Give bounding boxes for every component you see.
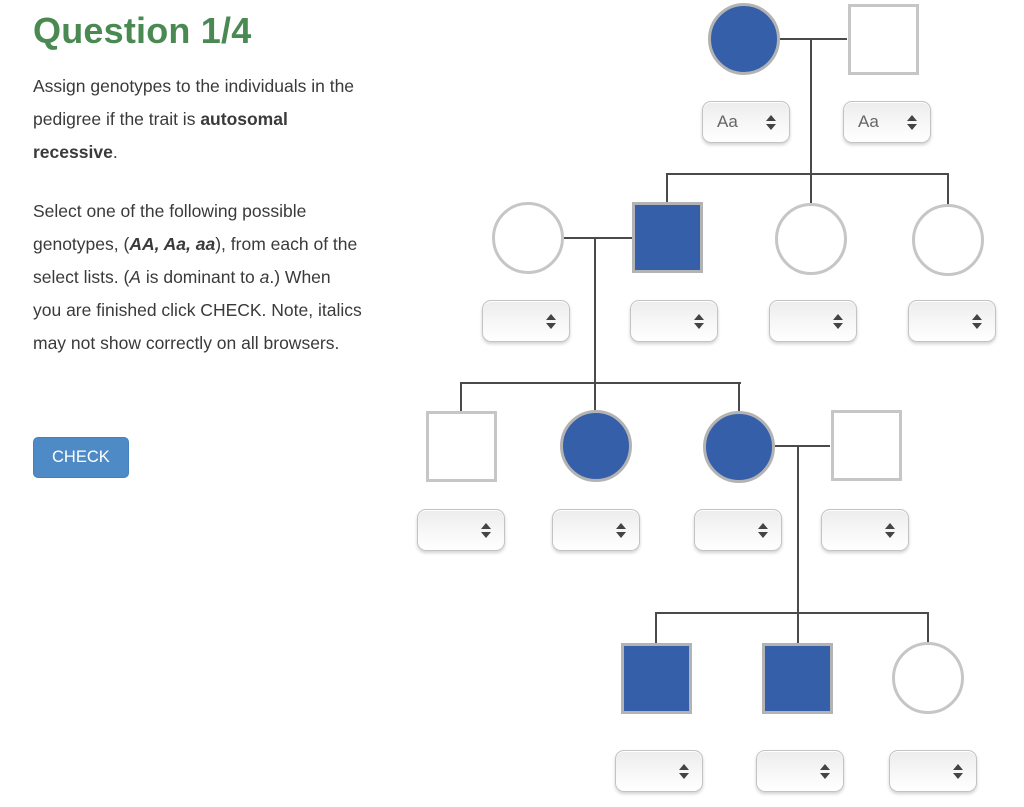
arrow-up-icon xyxy=(766,114,776,121)
genotype-select-I-1[interactable]: Aa xyxy=(702,101,790,143)
arrow-down-icon xyxy=(885,531,895,538)
pedigree-connector-line xyxy=(797,446,799,644)
dominant-allele-text: A xyxy=(129,267,141,287)
spinner-arrows-icon xyxy=(766,114,776,130)
arrow-down-icon xyxy=(907,123,917,130)
pedigree-connector-line xyxy=(775,445,830,447)
affected-female-symbol-I-1 xyxy=(708,3,780,75)
unaffected-male-symbol-III-4 xyxy=(830,409,902,481)
spinner-arrows-icon xyxy=(820,763,830,779)
spinner-arrows-icon xyxy=(758,522,768,538)
arrow-up-icon xyxy=(972,313,982,320)
instructions-text: Select one of the following possible gen… xyxy=(33,201,307,254)
spinner-arrows-icon xyxy=(481,522,491,538)
question-instructions-2: Select one of the following possible gen… xyxy=(33,195,363,360)
genotype-select-II-4[interactable] xyxy=(908,300,996,342)
arrow-up-icon xyxy=(885,522,895,529)
unaffected-male-symbol-I-2 xyxy=(847,3,919,75)
spinner-arrows-icon xyxy=(694,313,704,329)
question-instructions-1: Assign genotypes to the individuals in t… xyxy=(33,70,363,169)
spinner-arrows-icon xyxy=(972,313,982,329)
arrow-down-icon xyxy=(616,531,626,538)
pedigree-connector-line xyxy=(564,237,632,239)
arrow-up-icon xyxy=(616,522,626,529)
arrow-down-icon xyxy=(766,123,776,130)
question-panel: Question 1/4 Assign genotypes to the ind… xyxy=(33,10,363,386)
arrow-up-icon xyxy=(679,763,689,770)
pedigree-connector-line xyxy=(460,382,741,384)
arrow-up-icon xyxy=(694,313,704,320)
genotype-select-III-2[interactable] xyxy=(552,509,640,551)
arrow-up-icon xyxy=(546,313,556,320)
pedigree-connector-line xyxy=(655,612,929,614)
arrow-down-icon xyxy=(758,531,768,538)
genotype-select-value: Aa xyxy=(858,112,879,131)
unaffected-male-symbol-III-1 xyxy=(425,410,497,482)
instructions-text: . xyxy=(112,142,118,162)
pedigree-connector-line xyxy=(655,613,657,644)
pedigree-connector-line xyxy=(666,174,668,203)
recessive-allele-text: a xyxy=(259,267,270,287)
spinner-arrows-icon xyxy=(953,763,963,779)
arrow-up-icon xyxy=(907,114,917,121)
instructions-text: is dominant to xyxy=(140,267,260,287)
arrow-down-icon xyxy=(833,322,843,329)
instructions-text: Assign genotypes to the individuals in t… xyxy=(33,76,355,129)
arrow-down-icon xyxy=(972,322,982,329)
arrow-down-icon xyxy=(694,322,704,329)
unaffected-female-symbol-II-4 xyxy=(912,204,984,276)
pedigree-connector-line xyxy=(738,383,740,413)
affected-male-symbol-IV-1 xyxy=(620,642,692,714)
spinner-arrows-icon xyxy=(907,114,917,130)
instructions-text: ), from each of the select lists. ( xyxy=(33,234,358,287)
pedigree-connector-line xyxy=(947,174,949,205)
pedigree-connector-line xyxy=(927,613,929,644)
pedigree-connector-line xyxy=(810,39,812,203)
genotype-select-IV-3[interactable] xyxy=(889,750,977,792)
arrow-down-icon xyxy=(820,772,830,779)
genotype-select-IV-1[interactable] xyxy=(615,750,703,792)
genotype-select-III-3[interactable] xyxy=(694,509,782,551)
genotype-select-II-1[interactable] xyxy=(482,300,570,342)
arrow-up-icon xyxy=(481,522,491,529)
spinner-arrows-icon xyxy=(616,522,626,538)
spinner-arrows-icon xyxy=(885,522,895,538)
genotype-select-I-2[interactable]: Aa xyxy=(843,101,931,143)
genotype-select-value: Aa xyxy=(717,112,738,131)
arrow-up-icon xyxy=(820,763,830,770)
genotype-options-text: AA, Aa, aa xyxy=(129,234,216,254)
pedigree-connector-line xyxy=(594,238,596,413)
arrow-up-icon xyxy=(833,313,843,320)
arrow-down-icon xyxy=(679,772,689,779)
genotype-select-II-3[interactable] xyxy=(769,300,857,342)
affected-female-symbol-III-3 xyxy=(703,411,775,483)
arrow-down-icon xyxy=(953,772,963,779)
page-title: Question 1/4 xyxy=(33,10,252,51)
instructions-text: .) When you are finished click CHECK. No… xyxy=(33,267,362,353)
genotype-select-II-2[interactable] xyxy=(630,300,718,342)
trait-mode-text: autosomal recessive xyxy=(33,109,288,162)
arrow-up-icon xyxy=(953,763,963,770)
pedigree-connector-line xyxy=(666,173,949,175)
check-button[interactable]: CHECK xyxy=(33,437,129,478)
genotype-select-IV-2[interactable] xyxy=(756,750,844,792)
spinner-arrows-icon xyxy=(546,313,556,329)
genotype-select-III-1[interactable] xyxy=(417,509,505,551)
genotype-select-III-4[interactable] xyxy=(821,509,909,551)
arrow-down-icon xyxy=(481,531,491,538)
unaffected-female-symbol-II-1 xyxy=(492,202,564,274)
pedigree-connector-line xyxy=(780,38,847,40)
pedigree-connector-line xyxy=(460,383,462,412)
arrow-down-icon xyxy=(546,322,556,329)
spinner-arrows-icon xyxy=(833,313,843,329)
spinner-arrows-icon xyxy=(679,763,689,779)
unaffected-female-symbol-II-3 xyxy=(775,203,847,275)
unaffected-female-symbol-IV-3 xyxy=(892,642,964,714)
affected-male-symbol-II-2 xyxy=(631,201,703,273)
affected-male-symbol-IV-2 xyxy=(761,642,833,714)
arrow-up-icon xyxy=(758,522,768,529)
affected-female-symbol-III-2 xyxy=(560,410,632,482)
